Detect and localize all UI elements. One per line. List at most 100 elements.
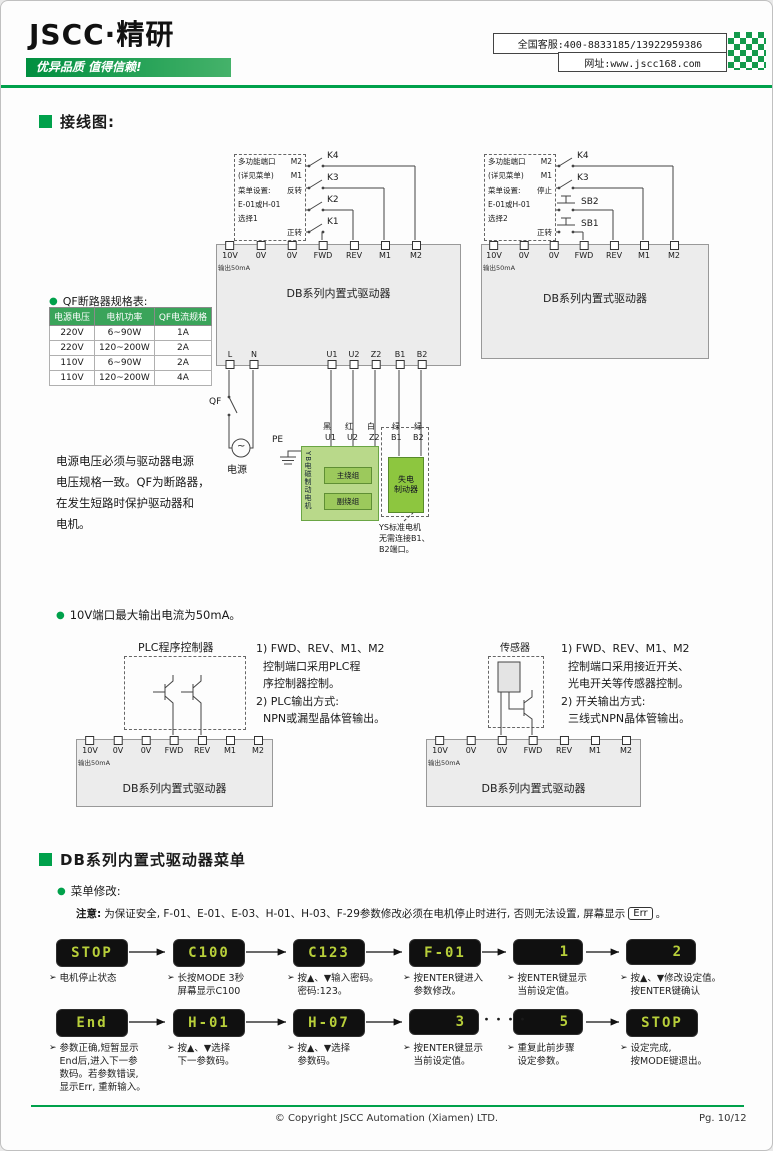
terminal: M1 <box>379 241 391 260</box>
copyright-text: © Copyright JSCC Automation (Xiamen) LTD… <box>274 1113 499 1124</box>
slogan-banner: 优异品质 值得信赖! <box>26 58 231 77</box>
step-marker-icon: ➢ <box>167 973 175 983</box>
brake-motor-box: YB电磁制动电机 主绕组 副绕组 <box>301 446 379 521</box>
terminal: M2 <box>252 736 264 755</box>
power-off-brake: 失电 制动器 <box>388 457 424 513</box>
wire-label-green: 绿 <box>414 422 422 431</box>
step-desc: ➢重复此前步骤 设定参数。 <box>507 1042 613 1068</box>
driver-name: DB系列内置式驱动器 <box>122 782 227 795</box>
lcd-display: 1 <box>513 939 583 965</box>
bullet-icon: ● <box>56 609 65 621</box>
terminal-label: 10V <box>82 746 98 755</box>
terminal-square <box>349 241 359 250</box>
terminal-label: 0V <box>548 251 560 260</box>
step-desc-text: 按ENTER键显示 当前设定值。 <box>517 973 588 997</box>
wire-z2: Z2 <box>369 433 380 442</box>
terminal-square <box>549 241 559 250</box>
warning-text: 为保证安全, F-01、E-01、E-03、H-01、H-03、F-29参数修改… <box>104 908 626 920</box>
step-desc-text: 长按MODE 3秒 屏幕显示C100 <box>177 973 245 997</box>
switch-label-sb2: SB2 <box>581 197 599 207</box>
step-desc: ➢按▲、▼选择 下一参数码。 <box>167 1042 279 1068</box>
switch-label-k4: K4 <box>577 151 589 161</box>
driver-box-2: 10V 0V 0V FWD REV M1 M2 输出50mA DB系列内置式驱动… <box>481 241 709 359</box>
output-current-label: 输出50mA <box>483 264 516 272</box>
terminal: REV <box>556 736 572 755</box>
forward-label: 正转 <box>287 228 302 238</box>
terminal-label: FWD <box>313 251 333 260</box>
m2-label: M2 <box>290 157 302 166</box>
terminal-square <box>113 736 123 745</box>
wire-label-white: 白 <box>367 422 375 431</box>
step-desc: ➢按▲、▼选择 参数码。 <box>287 1042 399 1068</box>
main-winding: 主绕组 <box>324 467 372 484</box>
step-desc: ➢按ENTER键进入 参数修改。 <box>403 972 509 998</box>
aux-winding: 副绕组 <box>324 493 372 510</box>
wire-b2: B2 <box>413 433 424 442</box>
terminal: L <box>225 350 235 369</box>
menu-subtitle: ● 菜单修改: <box>57 883 121 899</box>
wire-u1: U1 <box>325 433 336 442</box>
table-row: 110V 120~200W 4A <box>48 370 213 386</box>
port-note: (详见菜单) <box>488 171 524 181</box>
terminal-square <box>579 241 589 250</box>
terminal-square <box>197 736 207 745</box>
cell: 110V <box>48 355 96 371</box>
step-desc-text: 按▲、▼输入密码。 密码:123。 <box>297 973 379 997</box>
terminal-square <box>519 241 529 250</box>
header-rule <box>1 85 772 88</box>
terminal-label: M2 <box>620 746 632 755</box>
choice-label: 选择1 <box>238 214 258 224</box>
menu-set-label: 菜单设置: <box>238 185 271 195</box>
terminal: REV <box>346 241 362 260</box>
step-desc: ➢参数正确,短暂显示 End后,进入下一参 数码。若参数错误, 显示Err, 重… <box>49 1042 167 1094</box>
terminal: 10V <box>486 241 502 260</box>
terminal: 0V <box>519 241 529 260</box>
step-desc: ➢电机停止状态 <box>49 972 161 985</box>
terminal-square <box>253 736 263 745</box>
page-number: Pg. 10/12 <box>699 1113 747 1124</box>
output-current-label: 输出50mA <box>428 759 461 767</box>
terminal: 0V <box>548 241 560 260</box>
terminal-square <box>380 241 390 250</box>
terminal-label: Z2 <box>370 350 382 359</box>
terminal-square <box>225 736 235 745</box>
terminal-square <box>256 241 266 250</box>
step-desc-text: 按▲、▼选择 参数码。 <box>297 1043 351 1067</box>
step-marker-icon: ➢ <box>403 973 411 983</box>
terminal-label: N <box>251 350 257 359</box>
qf-table-title: ● QF断路器规格表: <box>49 293 147 309</box>
terminal-label: 0V <box>465 746 477 755</box>
lcd-display: F-01 <box>409 939 481 967</box>
terminal-label: 0V <box>112 746 124 755</box>
terminal: 0V <box>465 736 477 755</box>
bullet-icon: ● <box>57 885 66 897</box>
lcd-text: 2 <box>672 944 683 960</box>
wire-label-red: 红 <box>345 422 353 431</box>
step-marker-icon: ➢ <box>49 1043 57 1053</box>
step-marker-icon: ➢ <box>287 973 295 983</box>
cell: 6~90W <box>94 325 155 341</box>
terminal-label: FWD <box>164 746 184 755</box>
terminal: REV <box>194 736 210 755</box>
checker-pattern <box>728 32 766 70</box>
step-marker-icon: ➢ <box>287 1043 295 1053</box>
switch-label-k3: K3 <box>577 173 589 183</box>
terminal-square <box>371 360 381 369</box>
qf-breaker-table: 电源电压 电机功率 QF电流规格 220V 6~90W 1A 220V 120~… <box>48 307 213 386</box>
step-marker-icon: ➢ <box>620 1043 628 1053</box>
err-display-box: Err <box>628 907 653 920</box>
step-marker-icon: ➢ <box>49 973 57 983</box>
m1-label: M1 <box>540 171 552 181</box>
step-desc-text: 按ENTER键显示 当前设定值。 <box>413 1043 484 1067</box>
section-wiring-title: 接线图: <box>39 111 115 132</box>
terminal: B2 <box>417 350 427 369</box>
terminal: 0V <box>256 241 266 260</box>
terminal-label: 0V <box>496 746 508 755</box>
power-source-label: 电源 <box>227 465 247 476</box>
service-phone: 全国客服:400-8833185/13922959386 <box>493 33 727 54</box>
driver-box-1: 10V 0V 0V FWD REV M1 M2 输出50mA DB系列内置式驱动… <box>216 241 461 369</box>
terminal-square <box>417 360 427 369</box>
terminal: 0V <box>141 736 151 755</box>
